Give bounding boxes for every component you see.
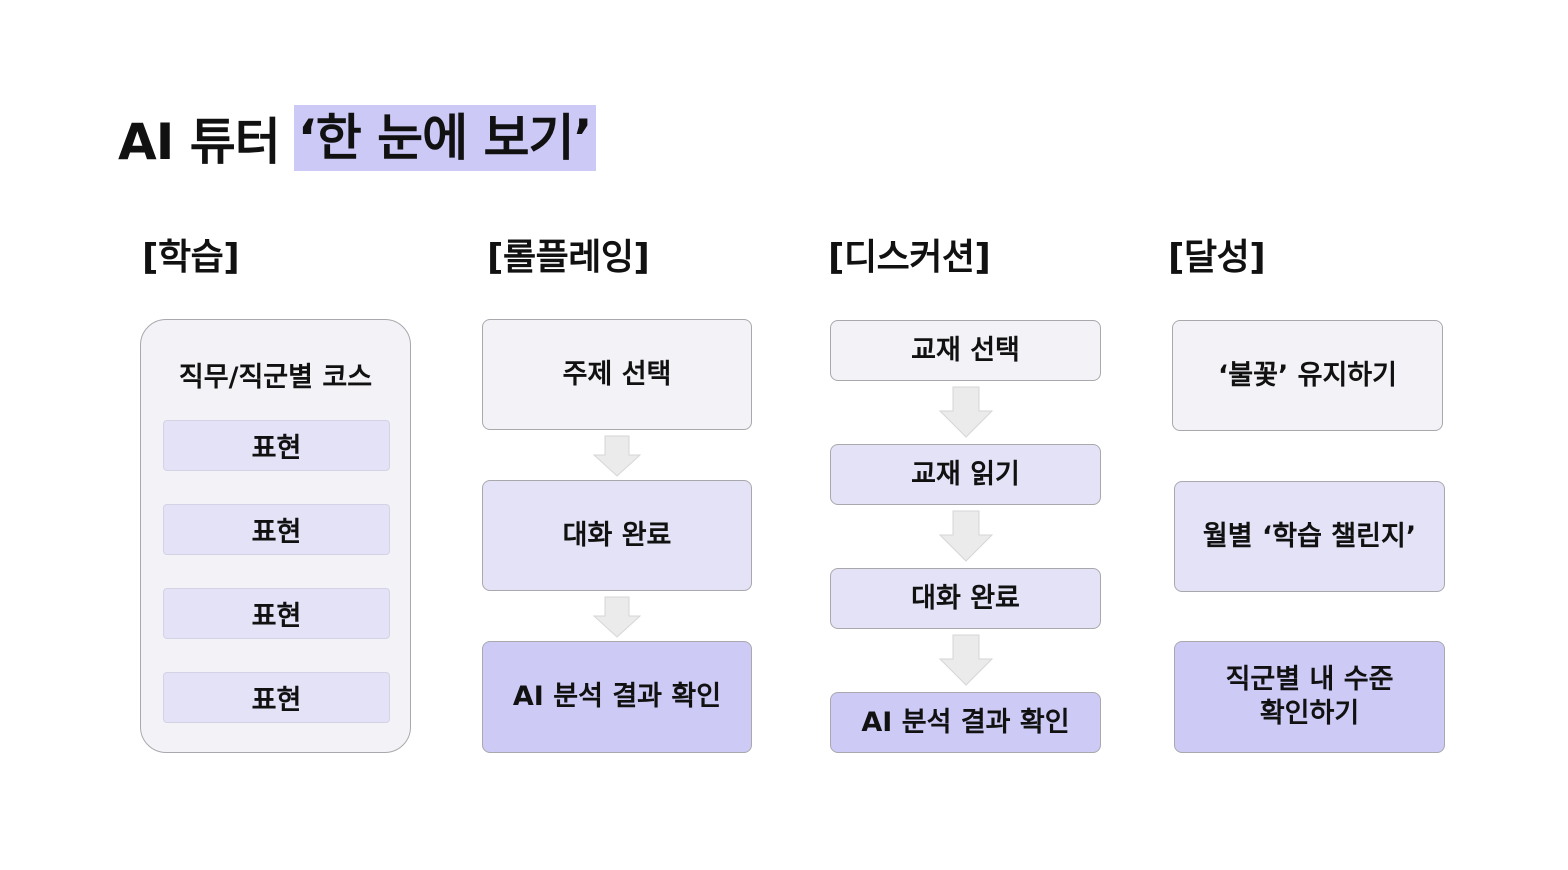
discussion-step-complete: 대화 완료 [830, 568, 1101, 629]
achievement-streak: ‘불꽃’ 유지하기 [1172, 320, 1443, 431]
down-arrow-icon [592, 435, 642, 477]
down-arrow-icon [938, 634, 994, 686]
achievement-monthly-challenge: 월별 ‘학습 챌린지’ [1174, 481, 1445, 592]
learning-course-panel: 직무/직군별 코스 표현 표현 표현 표현 [140, 319, 411, 753]
learning-item: 표현 [163, 504, 390, 555]
discussion-step-read: 교재 읽기 [830, 444, 1101, 505]
column-header-discussion: [디스커션] [828, 237, 991, 278]
column-header-learning: [학습] [142, 237, 240, 278]
achievement-level-check: 직군별 내 수준 확인하기 [1174, 641, 1445, 753]
roleplay-step-topic: 주제 선택 [482, 319, 752, 430]
learning-item: 표현 [163, 672, 390, 723]
down-arrow-icon [938, 510, 994, 562]
down-arrow-icon [938, 386, 994, 438]
title-highlight: ‘한 눈에 보기’ [293, 105, 596, 171]
title-prefix: AI 튜터 [118, 113, 281, 171]
roleplay-step-analysis: AI 분석 결과 확인 [482, 641, 752, 753]
discussion-step-analysis: AI 분석 결과 확인 [830, 692, 1101, 753]
column-header-roleplay: [롤플레잉] [487, 237, 650, 278]
roleplay-step-complete: 대화 완료 [482, 480, 752, 591]
learning-course-title: 직무/직군별 코스 [178, 362, 373, 393]
learning-item: 표현 [163, 420, 390, 471]
learning-item: 표현 [163, 588, 390, 639]
discussion-step-select: 교재 선택 [830, 320, 1101, 381]
down-arrow-icon [592, 596, 642, 638]
page-title: AI 튜터 ‘한 눈에 보기’ [118, 104, 596, 172]
column-header-achievement: [달성] [1168, 237, 1266, 278]
